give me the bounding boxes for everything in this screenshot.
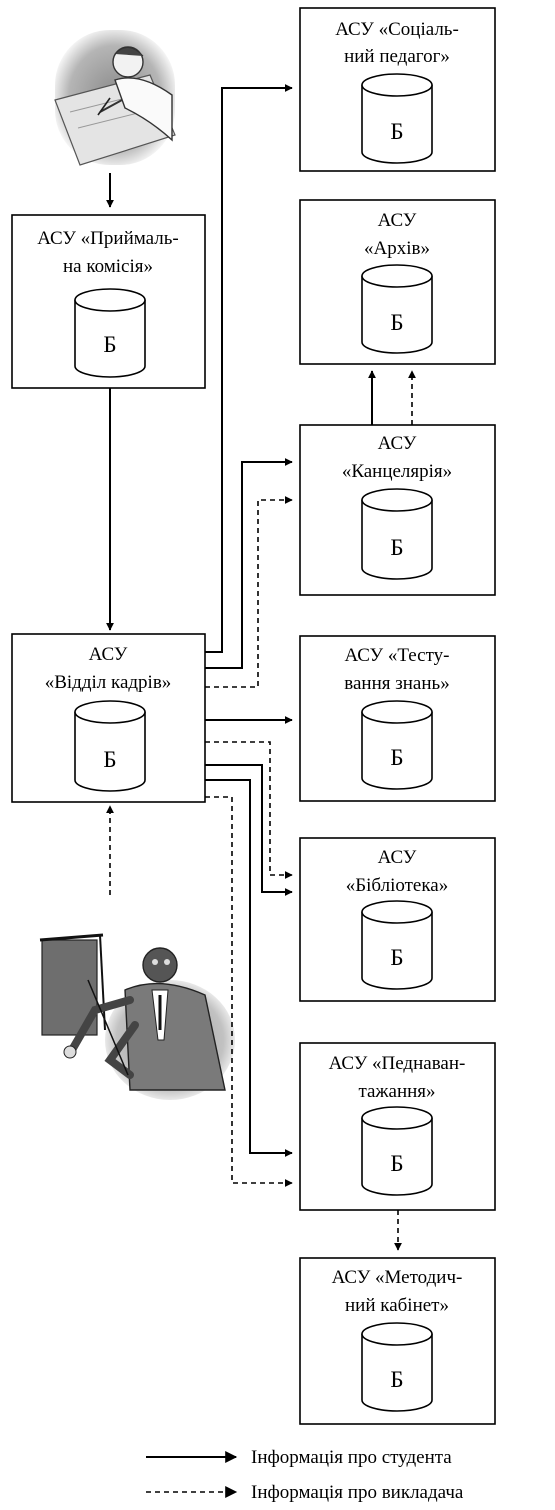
node-social-pedagogue: АСУ «Соціаль- ний педагог» Б — [299, 7, 496, 172]
node-label: АСУ «Педнаван- — [329, 1053, 466, 1074]
database-icon — [361, 900, 433, 990]
arrow-hr-to-social — [205, 84, 293, 653]
node-label: «Відділ кадрів» — [45, 672, 172, 693]
node-admission-committee: АСУ «Приймаль- на комісія» Б — [11, 214, 206, 389]
legend: Інформація про студента Інформація про в… — [146, 1447, 464, 1503]
database-icon — [361, 1322, 433, 1412]
node-label: АСУ «Тесту- — [344, 645, 449, 666]
database-icon — [74, 288, 146, 378]
arrow-hr-to-library-student — [205, 764, 293, 896]
node-label: АСУ «Соціаль- — [335, 19, 459, 40]
database-icon — [361, 1106, 433, 1196]
arrow-hr-to-office-teacher — [205, 496, 293, 688]
database-icon — [361, 264, 433, 354]
database-label: Б — [390, 119, 403, 144]
legend-item-teacher: Інформація про викладача — [146, 1482, 464, 1503]
legend-label-student: Інформація про студента — [251, 1447, 452, 1468]
legend-label-teacher: Інформація про викладача — [251, 1482, 464, 1503]
node-hr-department: АСУ «Відділ кадрів» Б — [11, 633, 206, 803]
database-label: Б — [103, 747, 116, 772]
node-label: вання знань» — [344, 673, 449, 694]
node-knowledge-testing: АСУ «Тесту- вання знань» Б — [299, 635, 496, 802]
database-label: Б — [390, 1151, 403, 1176]
node-label: на комісія» — [63, 256, 153, 277]
node-label: «Бібліотека» — [346, 875, 449, 896]
database-label: Б — [390, 310, 403, 335]
database-icon — [361, 73, 433, 164]
node-office: АСУ «Канцелярія» Б — [299, 424, 496, 596]
node-label: АСУ — [378, 210, 417, 231]
database-icon — [361, 488, 433, 580]
arrow-hr-to-library-teacher — [205, 741, 293, 879]
arrow-hr-to-workload-student — [205, 779, 293, 1157]
arrow-hr-to-workload-teacher — [205, 796, 293, 1187]
node-teaching-workload: АСУ «Педнаван- тажання» Б — [299, 1042, 496, 1211]
node-label: «Архів» — [364, 238, 430, 259]
node-label: АСУ — [378, 847, 417, 868]
node-label: АСУ — [378, 433, 417, 454]
teacher-presenting-icon — [39, 933, 235, 1100]
database-label: Б — [390, 945, 403, 970]
legend-item-student: Інформація про студента — [146, 1447, 452, 1468]
node-library: АСУ «Бібліотека» Б — [299, 837, 496, 1002]
database-label: Б — [103, 332, 116, 357]
node-archive: АСУ «Архів» Б — [299, 199, 496, 365]
node-label: АСУ «Приймаль- — [37, 228, 178, 249]
database-label: Б — [390, 1367, 403, 1392]
node-label: ний кабінет» — [345, 1295, 449, 1316]
node-label: АСУ — [89, 644, 128, 665]
node-label: «Канцелярія» — [342, 461, 452, 482]
node-label: ний педагог» — [344, 46, 450, 67]
database-icon — [74, 700, 146, 792]
node-label: АСУ «Методич- — [332, 1267, 463, 1288]
node-methodical-cabinet: АСУ «Методич- ний кабінет» Б — [299, 1257, 496, 1425]
node-label: тажання» — [358, 1081, 435, 1102]
student-writing-icon — [54, 30, 176, 166]
database-label: Б — [390, 745, 403, 770]
database-label: Б — [390, 535, 403, 560]
connectors — [106, 84, 416, 1251]
arrow-hr-to-office-student — [205, 458, 293, 669]
database-icon — [361, 700, 433, 790]
